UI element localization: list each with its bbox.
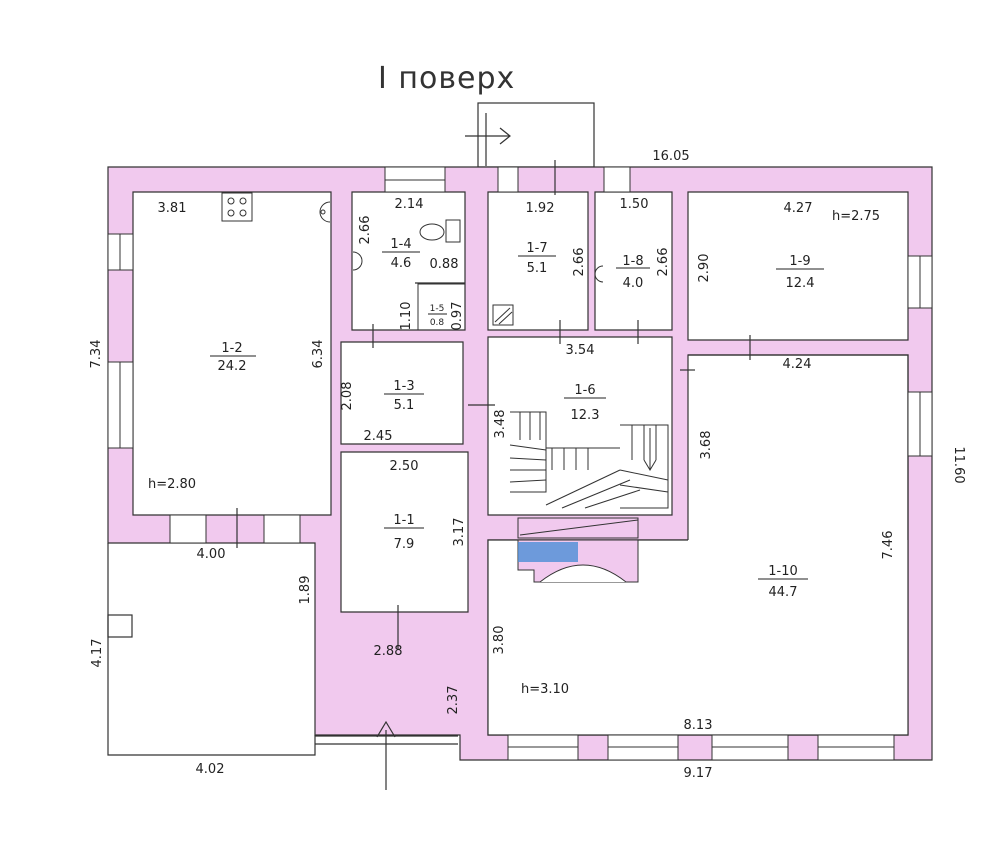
fireplace-glass [518, 542, 578, 562]
room-1-10-height: h=3.10 [521, 682, 569, 697]
room-1-4-id: 1-4 [390, 237, 411, 252]
room-1-2-height: h=2.80 [148, 477, 196, 492]
dim-1-2-top: 3.81 [158, 201, 187, 216]
dim-1-7-top: 1.92 [526, 201, 555, 216]
fireplace [517, 517, 639, 583]
dim-1-10-left: 3.80 [492, 626, 507, 655]
toilet-icon [419, 219, 461, 243]
dim-1-3-left: 2.08 [340, 382, 355, 411]
dim-1-1-top: 2.50 [390, 459, 419, 474]
dim-1-2-left: 7.34 [89, 340, 104, 369]
room-1-7-area: 5.1 [527, 261, 548, 276]
dim-1-9-top: 4.27 [784, 201, 813, 216]
windows [107, 166, 933, 761]
room-1-9-height: h=2.75 [832, 209, 880, 224]
dim-1-10-right: 7.46 [881, 531, 896, 560]
dim-1-6-right: 3.68 [699, 431, 714, 460]
dim-1-2-bottom: 4.00 [197, 547, 226, 562]
dim-terrace-right: 1.89 [298, 576, 313, 605]
sink-icon [319, 201, 331, 223]
dim-1-9-bottom: 4.24 [783, 357, 812, 372]
room-1-9-id: 1-9 [789, 254, 810, 269]
dim-1-7-right: 2.66 [572, 248, 587, 277]
door-marks [236, 160, 751, 650]
dim-overall-top: 16.05 [652, 149, 689, 164]
dim-1-4-right: 0.88 [430, 257, 459, 272]
dim-1-5-right: 0.97 [450, 302, 465, 331]
room-1-2-id: 1-2 [221, 341, 242, 356]
terrace-entry-arrow [376, 720, 396, 790]
dim-step: 2.37 [446, 686, 461, 715]
room-1-2-area: 24.2 [218, 359, 247, 374]
room-1-5-id: 1-5 [430, 304, 445, 314]
dim-1-1-right: 3.17 [452, 518, 467, 547]
dim-1-6-top: 3.54 [566, 343, 595, 358]
dim-1-10-bottom: 8.13 [684, 718, 713, 733]
shower-icon [492, 304, 514, 326]
dim-terrace-bottom: 4.02 [196, 762, 225, 777]
plan-title: I поверх [378, 61, 515, 96]
room-1-3-area: 5.1 [394, 398, 415, 413]
staircase [509, 411, 669, 509]
room-1-4-area: 4.6 [391, 256, 412, 271]
room-1-10-id: 1-10 [768, 564, 798, 579]
room-1-3-id: 1-3 [393, 379, 414, 394]
dim-1-8-top: 1.50 [620, 197, 649, 212]
room-1-7-id: 1-7 [526, 241, 547, 256]
dim-bottom-total: 9.17 [684, 766, 713, 781]
dim-1-4-top: 2.14 [395, 197, 424, 212]
room-1-1-area: 7.9 [394, 537, 415, 552]
dim-1-9-left: 2.90 [697, 254, 712, 283]
dim-1-5-left: 1.10 [399, 302, 414, 331]
dim-1-8-right: 2.66 [656, 248, 671, 277]
dim-1-3-bottom: 2.45 [364, 429, 393, 444]
room-1-8-area: 4.0 [623, 276, 644, 291]
dim-overall-right: 11.60 [951, 446, 966, 483]
room-1-9-area: 12.4 [786, 276, 815, 291]
stove-icon [221, 192, 253, 222]
closet-1-5 [417, 283, 466, 331]
dim-terrace-left: 4.17 [90, 639, 105, 668]
dim-1-1-bottom: 2.88 [374, 644, 403, 659]
room-1-6-area: 12.3 [571, 408, 600, 423]
room-1-8-id: 1-8 [622, 254, 643, 269]
room-1-5-area: 0.8 [430, 318, 445, 328]
entrance-porch [465, 102, 595, 168]
dimensions-horizontal: 16.05 3.81 2.14 1.92 1.50 4.27 0.88 3.54… [158, 149, 813, 781]
dim-1-2-right: 6.34 [311, 340, 326, 369]
dim-1-6-left: 3.48 [493, 410, 508, 439]
room-1-6-id: 1-6 [574, 383, 595, 398]
room-labels: 1-2 24.2 h=2.80 1-3 5.1 1-4 4.6 1-5 0.8 … [148, 209, 880, 697]
dimensions-vertical: 7.34 6.34 2.66 1.10 0.97 2.66 2.66 2.90 … [89, 216, 966, 715]
room-1-1-id: 1-1 [393, 513, 414, 528]
washbasin-icon [352, 251, 604, 283]
room-1-10-area: 44.7 [769, 585, 798, 600]
dim-1-4-left: 2.66 [358, 216, 373, 245]
